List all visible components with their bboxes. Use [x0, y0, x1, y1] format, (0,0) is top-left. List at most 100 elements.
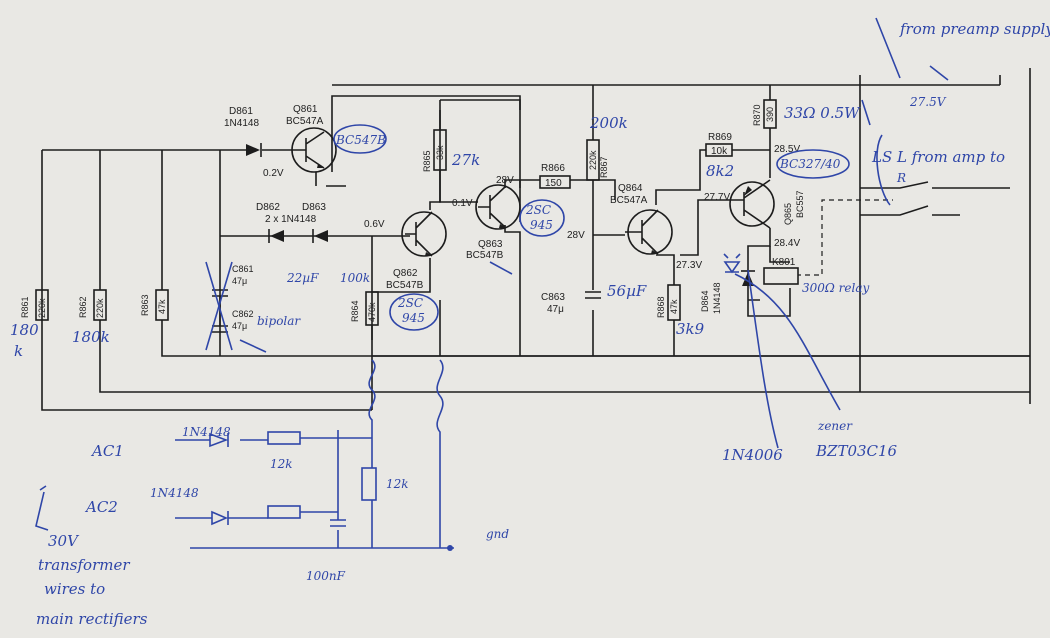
hw-ac1: AC1 [90, 442, 124, 460]
ac-wiring [175, 430, 454, 549]
ac-d2 [211, 510, 229, 526]
q865-type: BC557 [795, 190, 805, 218]
q861-circle [333, 124, 387, 154]
c863-val: 47μ [547, 304, 564, 315]
d864-ref: D864 [700, 290, 710, 312]
r861-hw1: 180 [10, 321, 39, 339]
q862-hw2: 945 [402, 311, 425, 325]
pointer-1n4006 [747, 269, 779, 449]
c862-ref: C862 [232, 309, 254, 319]
hw-30v: 30V [48, 532, 80, 550]
r867-ref: R867 [599, 156, 609, 178]
hw-275v: 27.5V [909, 95, 947, 109]
r867-val: 220k [588, 150, 598, 170]
r866-val: 150 [545, 178, 562, 189]
hw-r12k-a: 12k [270, 457, 293, 471]
c863-hw: 56µF [607, 282, 647, 300]
node-273v: 27.3V [676, 260, 702, 271]
r869-ref: R869 [708, 132, 732, 143]
r864-ref: R864 [350, 300, 360, 322]
ac-bracket [35, 485, 49, 531]
r870-val: 390 [765, 107, 775, 122]
q863-circle [519, 199, 565, 237]
node-06v: 0.6V [364, 219, 385, 230]
q865-ref: Q865 [783, 203, 793, 225]
k801-hw: 300Ω relay [802, 281, 869, 295]
c861-ref: C861 [232, 264, 254, 274]
q863-ref: Q863 [478, 239, 503, 250]
hw-c100n: 100nF [306, 569, 346, 583]
pointer-zener [734, 273, 841, 411]
ac-r-12k-a [267, 431, 301, 445]
transistor-q862 [401, 211, 447, 257]
node-28v-b: 28V [567, 230, 585, 241]
c862-val: 47μ [232, 321, 247, 331]
r866-ref: R866 [541, 163, 565, 174]
d862-d863-type: 2 x 1N4148 [265, 214, 317, 225]
hw-ls-r: R [896, 171, 906, 185]
transistor-q861 [291, 127, 337, 173]
c861-val: 47μ [232, 276, 247, 286]
ls-bracket [876, 134, 891, 206]
q861-ve: 0.2V [263, 168, 284, 179]
hw-1n4006: 1N4006 [722, 446, 783, 464]
node-01v: 0.1V [452, 198, 473, 209]
r862-val: 220k [95, 298, 105, 318]
hw-ls: LS L from amp to [871, 148, 1005, 166]
q865-hw: BC327/40 [779, 157, 841, 171]
capacitors [212, 289, 601, 333]
resistors [35, 99, 777, 326]
r862-hw: 180k [72, 328, 110, 346]
r863-ref: R863 [140, 294, 150, 316]
transistor-q865 [726, 179, 775, 229]
printed-wiring [41, 68, 1031, 411]
r869-val: 10k [711, 146, 728, 157]
r861-ref: R861 [20, 296, 30, 318]
q864-ref: Q864 [618, 183, 643, 194]
r865-val: 33k [435, 145, 445, 160]
q863-hw1: 2SC [525, 203, 551, 217]
cap-hw-marks [205, 261, 267, 353]
ac-link-left [368, 359, 376, 440]
hw-preamp: from preamp supply 27 [899, 20, 1050, 38]
c863-ref: C863 [541, 292, 565, 303]
q862-circle [389, 293, 439, 331]
q865-circle [776, 149, 850, 179]
hw-zener: zener [817, 419, 853, 433]
q862-type: BC547B [386, 280, 424, 291]
r870-ref: R870 [752, 104, 762, 126]
hw-trafo-1: transformer [38, 556, 130, 574]
r868-ref: R868 [656, 296, 666, 318]
node-277v: 27.7V [704, 192, 730, 203]
printed-labels: D861 1N4148 Q861 BC547A 0.2V D862 D863 2… [20, 104, 805, 331]
r862-ref: R862 [78, 296, 88, 318]
r867-hw: 200k [589, 114, 628, 132]
hw-gnd: gnd [486, 527, 509, 541]
q861-ref: Q861 [293, 104, 318, 115]
hw-r12k-b: 12k [386, 477, 409, 491]
ac-r-12k-b [267, 505, 301, 519]
d861-ref: D861 [229, 106, 253, 117]
d863-ref: D863 [302, 202, 326, 213]
r868-val: 47k [669, 299, 679, 314]
hw-d-ac2: 1N4148 [150, 486, 199, 500]
r864-hw: 100k [340, 271, 370, 285]
q862-ref: Q862 [393, 268, 418, 279]
ac-cap [330, 519, 346, 527]
r868-hw: 3k9 [676, 320, 705, 338]
d862-ref: D862 [256, 202, 280, 213]
q863-type: BC547B [466, 250, 504, 261]
r870-hw: 33Ω 0.5W [784, 104, 861, 122]
preamp-arrows [861, 17, 949, 126]
r865-ref: R865 [422, 150, 432, 172]
q863-hw2: 945 [530, 218, 553, 232]
ac-link-right [436, 359, 444, 548]
node-285v: 28.5V [774, 144, 800, 155]
handwritten-annotations: BC547B 27k 22µF bipolar 180 k 180k 100k … [10, 17, 1050, 628]
node-284v: 28.4V [774, 238, 800, 249]
hw-bzt: BZT03C16 [815, 442, 898, 460]
q863-scribble [489, 261, 513, 275]
r869-hw: 8k2 [706, 162, 734, 180]
